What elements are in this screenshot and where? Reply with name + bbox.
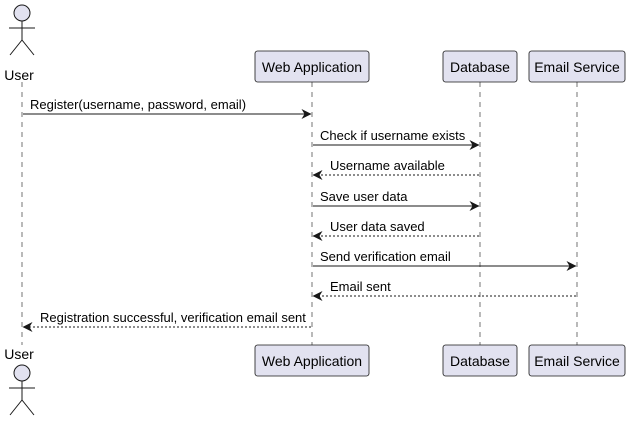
participant-label-web-top: Web Application: [262, 59, 362, 75]
actor-label-user-top: User: [4, 67, 34, 83]
actor-user-top: [9, 4, 35, 56]
participant-box-email-bottom: [528, 344, 626, 377]
message-label-7: Email sent: [330, 279, 391, 294]
participant-box-web-top: [254, 50, 370, 83]
message-label-6: Send verification email: [320, 249, 451, 264]
participant-box-db-bottom: [442, 344, 518, 377]
message-label-1: Register(username, password, email): [30, 97, 246, 112]
actor-user-bottom: [9, 364, 35, 416]
participant-box-web-bottom: [254, 344, 370, 377]
participant-label-email-bottom: Email Service: [534, 353, 620, 369]
message-label-3: Username available: [330, 158, 445, 173]
message-label-5: User data saved: [330, 219, 425, 234]
participant-label-db-bottom: Database: [450, 353, 510, 369]
participant-box-db-top: [442, 50, 518, 83]
message-label-8: Registration successful, verification em…: [40, 310, 306, 325]
message-label-2: Check if username exists: [320, 128, 466, 143]
participant-box-email-top: [528, 50, 626, 83]
actor-label-user-bottom: User: [4, 346, 34, 362]
message-label-4: Save user data: [320, 189, 408, 204]
participant-label-email-top: Email Service: [534, 59, 620, 75]
participant-label-db-top: Database: [450, 59, 510, 75]
participant-label-web-bottom: Web Application: [262, 353, 362, 369]
